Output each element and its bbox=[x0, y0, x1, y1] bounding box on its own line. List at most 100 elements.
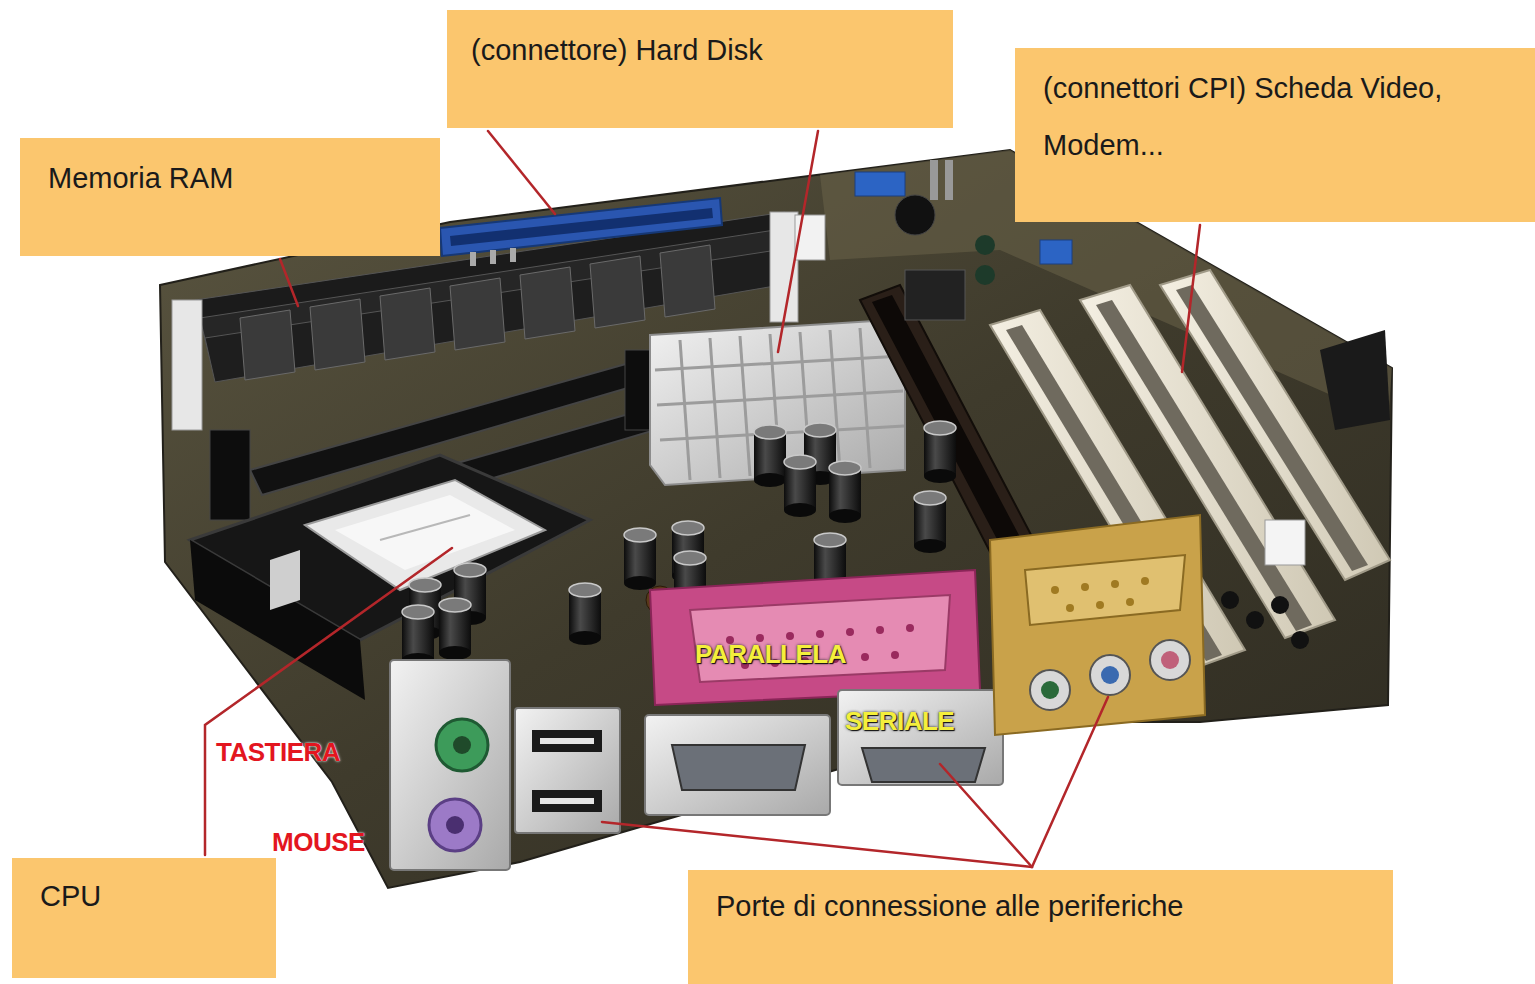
heatsink bbox=[680, 340, 690, 480]
ide-connector bbox=[510, 248, 516, 262]
capacitors bbox=[569, 583, 601, 645]
capacitors bbox=[914, 491, 946, 553]
small-components bbox=[1265, 520, 1305, 565]
io-panel bbox=[1066, 604, 1074, 612]
io-panel bbox=[1081, 583, 1089, 591]
ram-modules bbox=[240, 310, 295, 380]
io-panel bbox=[390, 660, 510, 870]
leader-lines bbox=[280, 259, 298, 306]
cpu-socket bbox=[380, 515, 470, 540]
io-panel bbox=[532, 730, 602, 752]
cpu-socket bbox=[190, 540, 365, 700]
small-components bbox=[895, 195, 935, 235]
io-panel bbox=[816, 630, 824, 638]
small-components bbox=[905, 270, 965, 320]
io-panel bbox=[1025, 555, 1185, 625]
io-panel bbox=[390, 515, 1205, 870]
heatsink bbox=[860, 328, 870, 468]
callout-box: Porte di connessione alle periferiche bbox=[688, 870, 1393, 984]
callout-box: (connettori CPI) Scheda Video, Modem... bbox=[1015, 48, 1535, 222]
callout-text: Porte di connessione alle periferiche bbox=[716, 878, 1365, 935]
ram-modules bbox=[310, 299, 365, 370]
cpu-socket bbox=[270, 550, 300, 610]
io-panel bbox=[1051, 577, 1149, 612]
io-panel bbox=[1030, 670, 1070, 710]
heatsink bbox=[657, 391, 903, 405]
callout-text: (connettore) Hard Disk bbox=[471, 22, 929, 79]
small-components bbox=[1291, 631, 1309, 649]
io-panel bbox=[1126, 598, 1134, 606]
leader-lines bbox=[1032, 697, 1108, 867]
callout-text: Memoria RAM bbox=[48, 150, 412, 207]
board bbox=[160, 150, 1392, 888]
small-components bbox=[930, 160, 938, 200]
small-components bbox=[1271, 596, 1289, 614]
leader-lines bbox=[488, 131, 555, 214]
small-components bbox=[646, 160, 1309, 649]
heatsink bbox=[710, 338, 720, 478]
ram-modules bbox=[660, 245, 715, 317]
io-panel bbox=[672, 745, 805, 790]
io-panel bbox=[446, 816, 464, 834]
io-panel bbox=[1101, 666, 1119, 684]
io-panel bbox=[1041, 681, 1059, 699]
capacitors bbox=[784, 455, 816, 517]
capacitors bbox=[439, 598, 471, 660]
io-panel bbox=[1111, 580, 1119, 588]
io-panel bbox=[1051, 586, 1059, 594]
io-panel bbox=[906, 624, 914, 632]
ide-connector bbox=[450, 208, 713, 246]
port-label: MOUSE bbox=[272, 828, 365, 858]
heatsink bbox=[740, 336, 750, 476]
callout-box: (connettore) Hard Disk bbox=[447, 10, 953, 128]
ide-connector bbox=[440, 198, 722, 266]
leader-lines bbox=[1182, 225, 1200, 372]
small-components bbox=[1221, 591, 1239, 609]
small-components bbox=[855, 172, 905, 196]
io-panel bbox=[846, 628, 854, 636]
leader-lines bbox=[205, 548, 452, 855]
io-panel bbox=[540, 738, 594, 744]
small-components bbox=[1040, 240, 1072, 264]
io-panel bbox=[540, 798, 594, 804]
heatsink bbox=[655, 356, 902, 370]
ide-connector bbox=[490, 250, 496, 264]
capacitors bbox=[624, 528, 656, 590]
io-panel bbox=[786, 632, 794, 640]
cpu-socket bbox=[305, 480, 545, 590]
io-panel bbox=[1141, 577, 1149, 585]
io-panel bbox=[453, 736, 471, 754]
ram-modules bbox=[520, 267, 575, 339]
io-panel bbox=[645, 715, 830, 815]
capacitors bbox=[829, 461, 861, 523]
leader-lines bbox=[602, 822, 1032, 867]
io-panel bbox=[429, 799, 481, 851]
ide-connector bbox=[470, 252, 476, 266]
io-panel bbox=[532, 790, 602, 812]
port-label: TASTIERA bbox=[216, 738, 340, 768]
callout-box: Memoria RAM bbox=[20, 138, 440, 256]
leader-lines bbox=[940, 764, 1032, 867]
port-label: PARALLELA bbox=[695, 640, 846, 670]
leader-lines bbox=[778, 131, 818, 352]
small-components bbox=[975, 265, 995, 285]
port-label: SERIALE bbox=[845, 707, 954, 737]
io-panel bbox=[436, 719, 488, 771]
capacitors bbox=[402, 605, 434, 667]
io-panel bbox=[990, 515, 1205, 735]
ide-connector bbox=[440, 198, 722, 256]
ram-modules bbox=[380, 288, 435, 360]
ram-slots bbox=[210, 430, 250, 520]
ram-modules bbox=[450, 278, 505, 350]
ram-modules bbox=[172, 300, 202, 430]
callout-box: CPU bbox=[12, 858, 276, 978]
small-components bbox=[945, 160, 953, 200]
board bbox=[160, 150, 1392, 888]
ram-modules bbox=[590, 256, 645, 328]
io-panel bbox=[1161, 651, 1179, 669]
pci-slots bbox=[1320, 330, 1390, 430]
io-panel bbox=[838, 690, 1003, 785]
small-components bbox=[975, 235, 995, 255]
io-panel bbox=[650, 570, 980, 705]
